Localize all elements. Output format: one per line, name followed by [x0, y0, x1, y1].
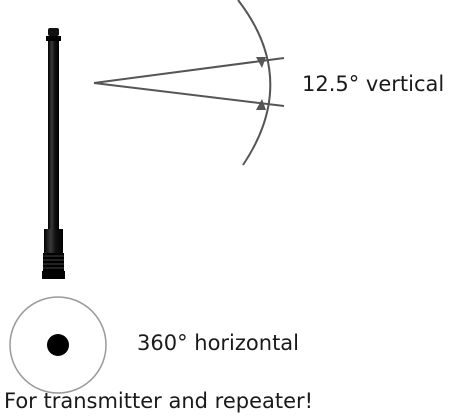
antenna-icon — [42, 28, 65, 279]
beam-angle-lines — [93, 57, 285, 107]
horizontal-pattern-label: 360° horizontal — [137, 331, 300, 355]
vertical-beam-label: 12.5° vertical — [302, 72, 445, 96]
radiation-circle-icon — [9, 296, 107, 394]
caption: For transmitter and repeater! — [4, 389, 314, 413]
arrowhead-up-icon — [256, 99, 266, 110]
arrowhead-down-icon — [256, 57, 266, 68]
angle-arc — [237, 0, 272, 166]
